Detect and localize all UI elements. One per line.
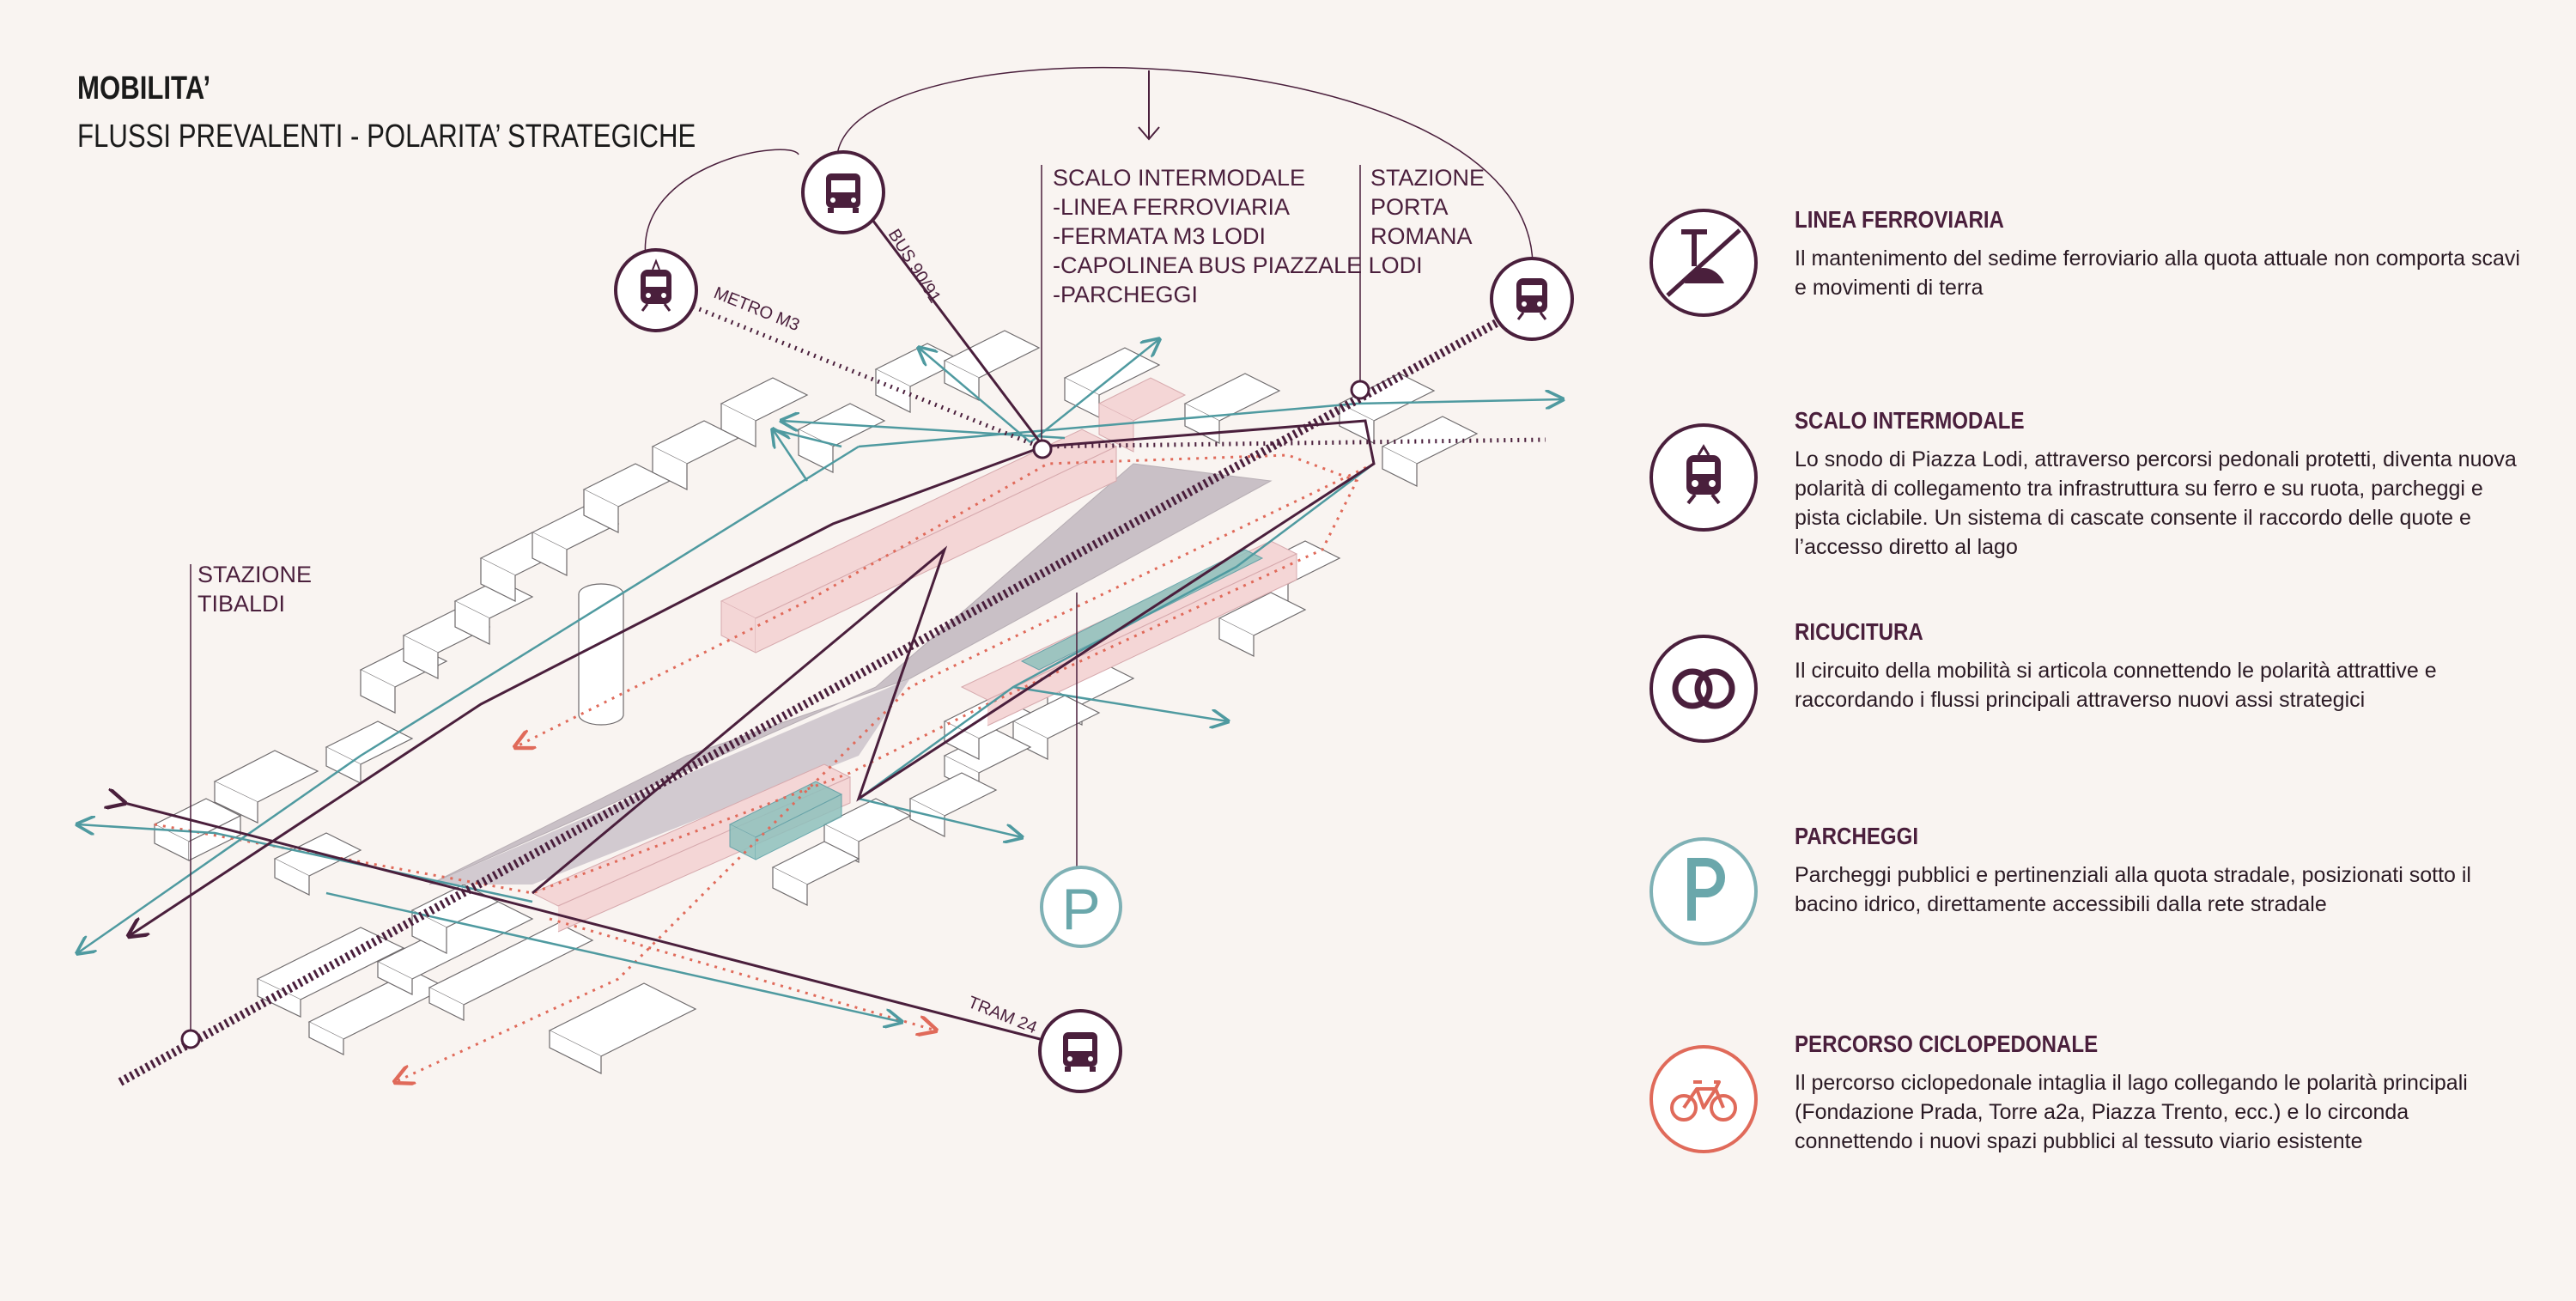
bus-icon-bottom [1038, 1009, 1122, 1093]
railway-no-excavation-icon [1649, 209, 1758, 317]
bus-icon-top [801, 150, 885, 234]
bus-line-west [129, 445, 1044, 936]
legend-item-parcheggi: PARCHEGGI Parcheggi pubblici e pertinenz… [1647, 823, 2540, 945]
page-subtitle: FLUSSI PREVALENTI - POLARITA’ STRATEGICH… [77, 119, 696, 155]
bicycle-icon [1649, 1045, 1758, 1153]
porta-romana-line-2: PORTA [1370, 194, 1449, 220]
porta-romana-line-3: ROMANA [1370, 223, 1473, 249]
scalo-label-line-3: -FERMATA M3 LODI [1053, 223, 1266, 249]
train-icon-porta-romana [1490, 257, 1574, 341]
legend-title: LINEA FERROVIARIA [1795, 206, 2004, 233]
legend-text: Il percorso ciclopedonale intaglia il la… [1795, 1071, 2468, 1153]
legend-title: RICUCITURA [1795, 618, 1923, 645]
page-title: MOBILITA’ [77, 70, 211, 106]
teal-buildings [728, 549, 1264, 860]
legend-text: Lo snodo di Piazza Lodi, attraverso perc… [1795, 447, 2517, 559]
railway-line [118, 296, 1540, 1086]
label-stazione-porta-romana: STAZIONE PORTA ROMANA [1370, 165, 1485, 249]
lake-basin [428, 463, 1273, 885]
scalo-label-line-5: -PARCHEGGI [1053, 282, 1198, 307]
parking-letter-map: P [1061, 877, 1100, 942]
tibaldi-line-1: STAZIONE [197, 562, 312, 587]
legend-item-percorso-ciclopedonale: PERCORSO CICLOPEDONALE Il percorso ciclo… [1647, 1030, 2540, 1176]
legend-item-scalo-intermodale: SCALO INTERMODALE Lo snodo di Piazza Lod… [1647, 407, 2540, 559]
legend-text: Parcheggi pubblici e pertinenziali alla … [1795, 863, 2471, 916]
legend-item-ricucitura: RICUCITURA Il circuito della mobilità si… [1647, 618, 2540, 743]
legend-item-linea-ferroviaria: LINEA FERROVIARIA Il mantenimento del se… [1647, 206, 2540, 335]
legend-title: PARCHEGGI [1795, 823, 1919, 849]
tibaldi-line-2: TIBALDI [197, 591, 285, 617]
legend-title: PERCORSO CICLOPEDONALE [1795, 1030, 2099, 1057]
arrow-down-indicator [1138, 70, 1160, 141]
label-stazione-tibaldi: STAZIONE TIBALDI [197, 562, 312, 617]
tram-line-label: TRAM 24 [965, 993, 1040, 1037]
metro-train-icon [614, 248, 698, 332]
label-scalo-intermodale: SCALO INTERMODALE -LINEA FERROVIARIA -FE… [1053, 165, 1423, 307]
parking-icon [1649, 837, 1758, 945]
legend-text: Il mantenimento del sedime ferroviario a… [1795, 246, 2520, 300]
metro-line-label: METRO M3 [711, 283, 802, 335]
axonometric-mobility-map: P SCALO INTERMODALE -LINEA FERROVIARIA -… [0, 67, 1574, 1093]
legend-text: Il circuito della mobilità si articola c… [1795, 659, 2437, 712]
legend-title: SCALO INTERMODALE [1795, 407, 2025, 434]
scalo-label-line-1: SCALO INTERMODALE [1053, 165, 1305, 191]
parking-icon-map: P [1040, 866, 1122, 948]
scalo-label-line-2: -LINEA FERROVIARIA [1053, 194, 1290, 220]
cycle-path-east [549, 917, 936, 1030]
bus-line-label: BUS 90/91 [884, 226, 945, 307]
leader-lines [190, 67, 1534, 1039]
porta-romana-line-1: STAZIONE [1370, 165, 1485, 191]
interlocking-rings-icon [1649, 635, 1758, 743]
tram-24-line [125, 803, 1074, 1049]
station-nodes [180, 380, 1370, 1049]
train-icon [1649, 423, 1758, 532]
scalo-label-line-4: -CAPOLINEA BUS PIAZZALE LODI [1053, 252, 1423, 278]
